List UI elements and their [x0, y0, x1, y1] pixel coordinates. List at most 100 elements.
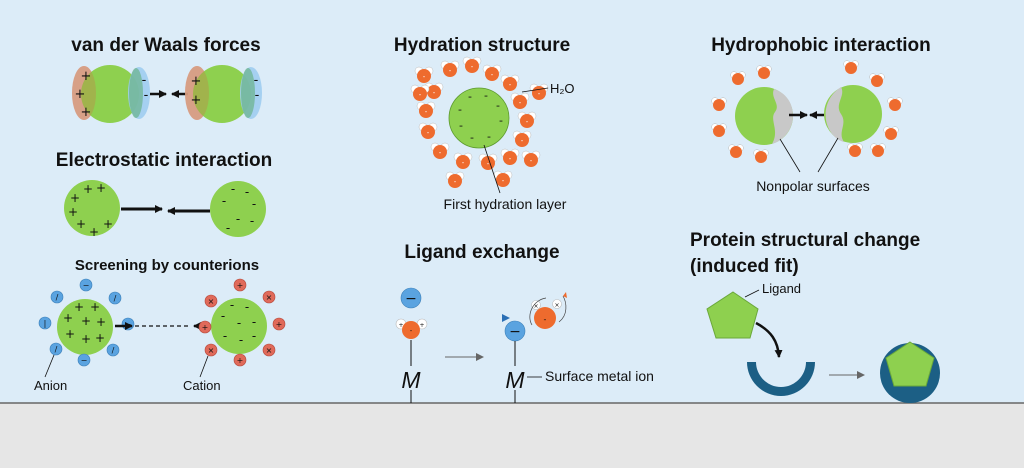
ligand-exchange-title: Ligand exchange: [404, 242, 559, 263]
svg-text:-: -: [236, 212, 240, 226]
screened-positive-particle: + + + + + + + +: [57, 299, 113, 355]
svg-text:/: /: [114, 294, 117, 303]
svg-text:-: -: [544, 315, 547, 324]
hydrophobic-particle-right: [824, 85, 882, 143]
svg-text:+: +: [75, 87, 86, 102]
svg-text:×: ×: [208, 297, 215, 306]
cation-pointer: [199, 355, 209, 378]
svg-text:+: +: [63, 311, 73, 325]
svg-text:+: +: [81, 314, 91, 328]
protein-title-line2: (induced fit): [690, 256, 799, 277]
svg-text:-: -: [223, 329, 227, 343]
svg-text:+: +: [398, 322, 403, 329]
svg-text:−: −: [83, 281, 90, 290]
svg-text:−: −: [405, 291, 417, 307]
floor-surface: [0, 403, 1024, 468]
svg-text:/: /: [56, 293, 59, 302]
svg-text:+: +: [81, 69, 92, 84]
binding-arrow: [755, 321, 783, 358]
svg-text:+: +: [191, 74, 202, 89]
svg-text:-: -: [468, 90, 472, 103]
hydration-layer-label: First hydration layer: [444, 196, 567, 212]
svg-text:-: -: [459, 119, 463, 132]
svg-text:+: +: [65, 327, 75, 341]
svg-text:-: -: [226, 221, 230, 235]
anion-label: Anion: [34, 378, 67, 393]
svg-text:-: -: [499, 114, 503, 127]
svg-text:-: -: [484, 89, 488, 102]
svg-text:-: -: [230, 298, 234, 312]
svg-text:-: -: [245, 300, 249, 314]
hydrophobic-title: Hydrophobic interaction: [711, 35, 931, 56]
metal-symbol-before: M: [401, 367, 421, 393]
svg-text:+: +: [237, 281, 244, 290]
svg-text:+: +: [419, 322, 424, 329]
nonpolar-pointers: [779, 137, 839, 173]
ligand-label: Ligand: [762, 281, 801, 296]
svg-text:+: +: [81, 332, 91, 346]
screened-negative-particle: - - - - - - - -: [211, 298, 267, 354]
protein-title-line1: Protein structural change: [690, 230, 920, 251]
h2o-label: H₂O: [550, 81, 575, 96]
metal-symbol-after: M: [505, 367, 525, 393]
cation-ions: [198, 278, 286, 367]
svg-text:×: ×: [208, 346, 215, 355]
hydrophobic-particle-left: [735, 87, 793, 145]
svg-text:×: ×: [533, 303, 538, 310]
svg-text:-: -: [252, 329, 256, 343]
vdw-particle-right: + + - -: [185, 65, 262, 123]
svg-text:-: -: [250, 214, 254, 228]
cation-ion-signs: + × × + + × + ×: [202, 281, 283, 365]
svg-text:-: -: [458, 103, 462, 116]
svg-text:+: +: [237, 356, 244, 365]
svg-text:+: +: [191, 93, 202, 108]
positive-particle: + + + + + + +: [64, 180, 120, 239]
ligand-pentagon: [706, 291, 759, 339]
svg-text:−: −: [125, 320, 132, 329]
ligand-pointer: [744, 289, 760, 298]
svg-text:+: +: [89, 225, 99, 239]
svg-text:-: -: [470, 131, 474, 144]
hydration-layer-pointer: [483, 144, 501, 194]
svg-text:-: -: [252, 315, 256, 329]
svg-text:-: -: [252, 197, 256, 211]
negative-particle: - - - - - - -: [210, 181, 266, 237]
svg-text:+: +: [68, 205, 78, 219]
svg-text:+: +: [70, 191, 80, 205]
svg-text:-: -: [496, 99, 500, 112]
svg-text:-: -: [231, 182, 235, 196]
svg-text:+: +: [81, 105, 92, 120]
svg-text:|: |: [44, 319, 47, 328]
svg-text:-: -: [254, 73, 259, 88]
svg-text:-: -: [144, 88, 149, 103]
surface-metal-label: Surface metal ion: [545, 368, 654, 384]
anion-pointer: [44, 354, 55, 378]
svg-text:+: +: [96, 315, 106, 329]
ligand-anion-before: −: [400, 287, 422, 309]
svg-text:+: +: [276, 320, 283, 329]
svg-text:-: -: [410, 327, 413, 335]
electrostatic-title: Electrostatic interaction: [56, 150, 272, 171]
electrostatic-arrows: [121, 205, 210, 215]
open-receptor: [747, 362, 815, 396]
svg-text:-: -: [221, 309, 225, 323]
svg-text:-: -: [239, 333, 243, 347]
svg-text:+: +: [74, 300, 84, 314]
svg-text:+: +: [103, 217, 113, 231]
hydrated-particle: - - - - - - - -: [448, 87, 510, 149]
svg-text:×: ×: [266, 346, 273, 355]
svg-text:+: +: [202, 323, 209, 332]
screening-subtitle: Screening by counterions: [75, 257, 259, 274]
svg-text:-: -: [255, 88, 260, 103]
svg-text:+: +: [90, 300, 100, 314]
svg-text:+: +: [96, 181, 106, 195]
svg-text:/: /: [112, 346, 115, 355]
svg-text:+: +: [83, 182, 93, 196]
svg-text:−: −: [509, 324, 521, 340]
h2o-pointer: [521, 87, 549, 93]
hydration-title: Hydration structure: [394, 35, 570, 56]
svg-text:×: ×: [554, 302, 559, 309]
svg-text:+: +: [76, 217, 86, 231]
